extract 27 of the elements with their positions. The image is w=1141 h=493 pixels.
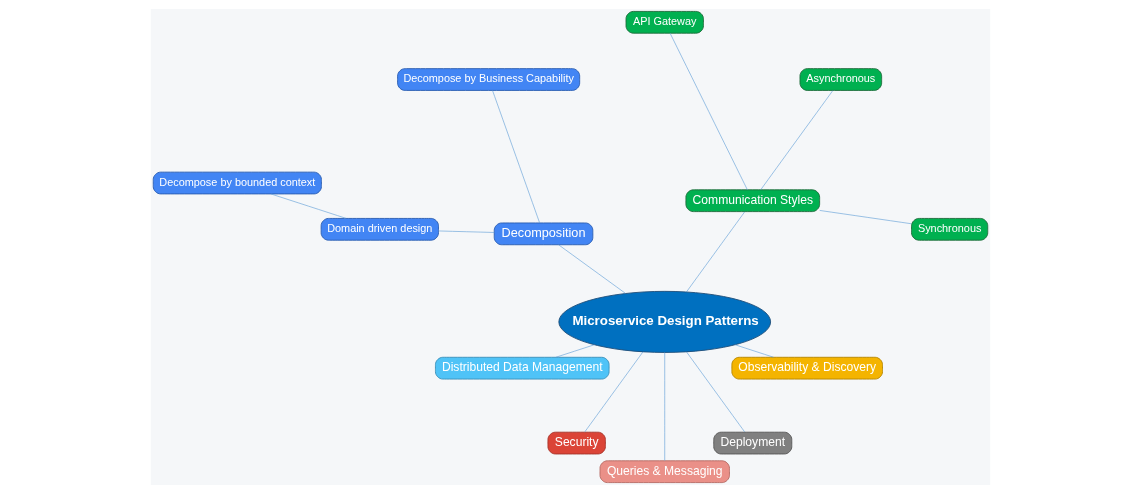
node-box: Deployment — [713, 431, 793, 454]
node-box: Communication Styles — [685, 188, 821, 212]
node-box: Asynchronous — [799, 67, 883, 91]
node-box: Synchronous — [911, 217, 989, 241]
node-box: Observability & Discovery — [731, 356, 883, 380]
connector — [734, 343, 774, 358]
node-box: Decompose by Business Capability — [397, 67, 581, 91]
connector — [686, 351, 745, 432]
connector — [819, 209, 912, 224]
connector — [664, 351, 666, 461]
node-box: Decomposition — [493, 222, 594, 245]
node-box: Decompose by bounded context — [152, 171, 322, 194]
connector — [584, 351, 644, 432]
node-ellipse: Microservice Design Patterns — [558, 290, 772, 353]
connector — [558, 244, 626, 294]
node-box: Security — [547, 431, 606, 454]
node-box: Domain driven design — [320, 217, 439, 241]
connector — [686, 211, 745, 292]
node-box: API Gateway — [625, 10, 704, 34]
connector — [555, 343, 595, 358]
connector — [270, 193, 347, 219]
connector — [760, 89, 834, 190]
connector — [492, 89, 540, 223]
node-box: Queries & Messaging — [599, 459, 730, 483]
connector — [438, 230, 495, 233]
connector — [669, 32, 748, 190]
node-box: Distributed Data Management — [435, 356, 610, 380]
